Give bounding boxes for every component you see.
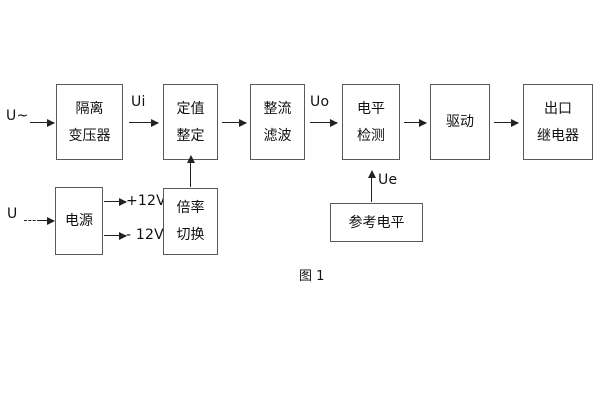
block-drive-line-1: 驱动 — [446, 114, 474, 130]
arrow-input-ac-to-isolation-transformer — [30, 118, 55, 127]
supply-positive-label: +12V — [126, 193, 166, 209]
block-output-relay-line-2: 继电器 — [537, 127, 579, 144]
arrow-supply-negative — [104, 231, 127, 240]
block-power-supply-line-1: 电源 — [65, 213, 93, 229]
block-isolation-transformer-line-2: 变压器 — [68, 127, 111, 144]
arrow-rectifier-filter-to-level-detection — [310, 118, 338, 127]
arrow-supply-positive — [104, 197, 127, 206]
block-level-detection: 电平 检测 — [342, 84, 400, 160]
block-multiplier-switch: 倍率 切换 — [163, 188, 218, 255]
signal-ui-label: Ui — [131, 94, 146, 110]
block-reference-level: 参考电平 — [330, 203, 423, 242]
input-ac-label: U~ — [6, 108, 29, 124]
block-output-relay-line-1: 出口 — [544, 100, 572, 117]
input-dc-label: U — [7, 206, 18, 222]
arrow-drive-to-output-relay — [494, 118, 519, 127]
block-level-detection-line-2: 检测 — [357, 127, 385, 144]
block-level-detection-line-1: 电平 — [357, 100, 385, 117]
block-isolation-transformer-line-1: 隔离 — [75, 100, 104, 117]
block-isolation-transformer: 隔离 变压器 — [56, 84, 123, 160]
signal-uo-label: Uo — [310, 94, 330, 110]
block-multiplier-switch-line-1: 倍率 — [176, 200, 205, 216]
figure-caption: 图 1 — [299, 269, 325, 284]
arrow-setting-value-to-rectifier-filter — [222, 118, 247, 127]
block-reference-level-line-1: 参考电平 — [348, 214, 405, 231]
arrow-multiplier-switch-to-setting-value — [186, 155, 195, 187]
signal-ue-label: Ue — [378, 172, 398, 188]
block-rectifier-filter: 整流 滤波 — [250, 84, 305, 160]
block-output-relay: 出口 继电器 — [523, 84, 593, 160]
dashed-segment-input-dc — [24, 220, 40, 221]
block-drive: 驱动 — [430, 84, 490, 160]
block-rectifier-filter-line-1: 整流 — [263, 100, 292, 117]
block-setting-value-line-1: 定值 — [176, 100, 205, 117]
supply-negative-label: - 12V — [126, 227, 164, 243]
arrow-input-dc-to-power-supply — [38, 216, 55, 225]
arrow-reference-level-to-level-detection — [367, 170, 376, 202]
arrow-level-detection-to-drive — [404, 118, 427, 127]
arrow-isolation-transformer-to-setting-value — [129, 118, 159, 127]
block-setting-value-line-2: 整定 — [176, 127, 205, 144]
block-rectifier-filter-line-2: 滤波 — [263, 127, 292, 144]
block-setting-value: 定值 整定 — [163, 84, 218, 160]
block-multiplier-switch-line-2: 切换 — [176, 227, 205, 243]
block-power-supply: 电源 — [55, 187, 103, 255]
